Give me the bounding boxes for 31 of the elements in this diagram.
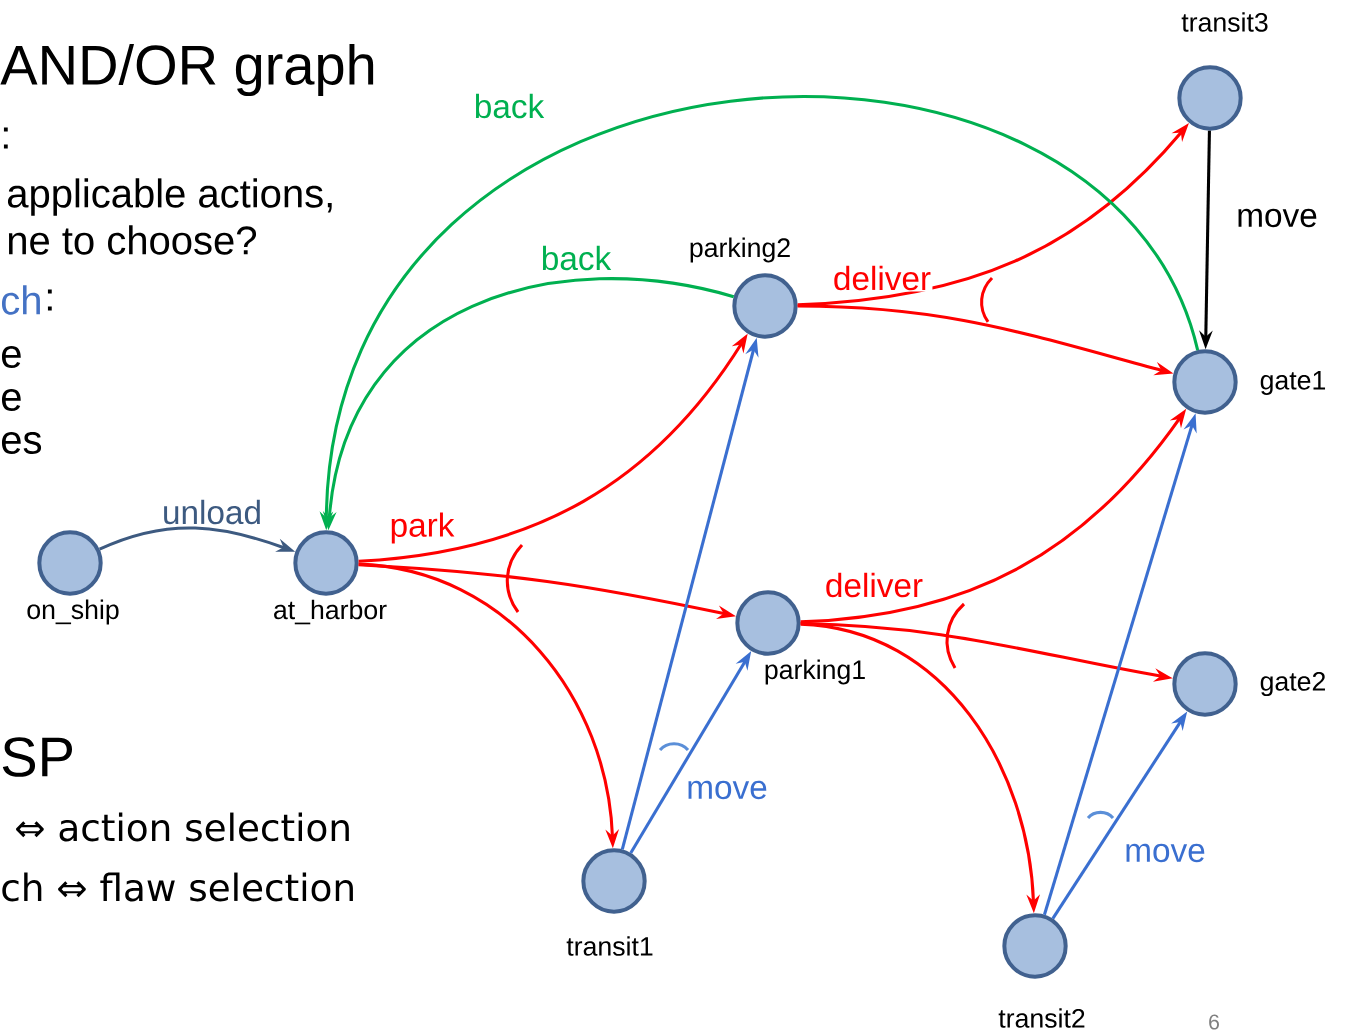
slide-text: : — [47, 289, 52, 311]
slide-text: es — [1, 432, 42, 454]
slide-text: : — [3, 127, 8, 149]
edge-label: move — [1126, 843, 1205, 863]
node-label: parking1 — [765, 659, 865, 685]
edge-label: back — [542, 245, 612, 271]
node-label: on_ship — [27, 599, 119, 625]
node-label: gate2 — [1260, 671, 1325, 697]
slide-text: 6 — [1209, 1014, 1219, 1030]
slide-text: ch ⇔ flaw selection — [2, 872, 353, 902]
node-label: at_harbor — [274, 599, 387, 625]
node-label: transit1 — [566, 936, 653, 956]
node-label: parking2 — [690, 237, 790, 263]
edge-label: deliver — [826, 572, 923, 598]
node-label: transit3 — [1181, 12, 1268, 32]
edge-label: deliver — [834, 265, 931, 291]
slide-text: ⇔ action selection — [16, 812, 349, 842]
slide-text: applicable actions, — [7, 178, 332, 216]
edge-label: move — [688, 780, 767, 800]
slide-text: SP — [2, 737, 72, 777]
slide-text: ch — [1, 285, 40, 315]
slide-text: ne to choose? — [8, 225, 257, 255]
edge-label: move — [1238, 208, 1317, 228]
edge-label: park — [391, 512, 455, 544]
node-label: transit2 — [998, 1008, 1085, 1028]
slide-text: e — [1, 346, 21, 368]
slide-text: e — [1, 389, 21, 411]
edge-label: back — [475, 93, 545, 119]
slide-text: AND/OR graph — [0, 43, 374, 97]
edge-label: unload — [164, 499, 260, 525]
node-label: gate1 — [1260, 371, 1326, 395]
